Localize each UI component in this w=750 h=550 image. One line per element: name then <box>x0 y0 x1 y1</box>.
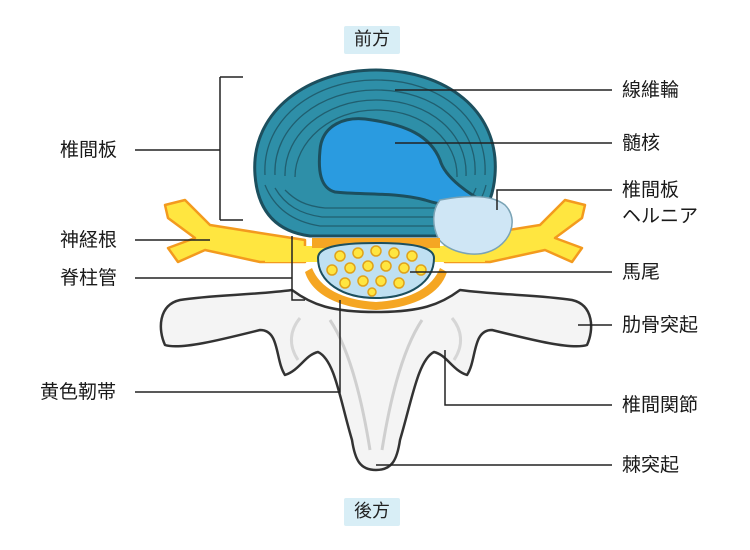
disc-herniation <box>433 195 513 255</box>
ligamentum-flavum <box>305 268 447 310</box>
label-intervertebral-disc: 椎間板 <box>60 139 118 161</box>
label-spinous-process: 棘突起 <box>622 454 680 476</box>
label-disc-herniation-line2: ヘルニア <box>622 205 699 227</box>
spinal-canal <box>316 241 436 300</box>
label-cauda-equina: 馬尾 <box>622 261 661 283</box>
label-disc-herniation-line1: 椎間板 <box>622 179 680 201</box>
label-nucleus-pulposus: 髄核 <box>622 132 661 154</box>
label-transverse-process: 肋骨突起 <box>622 314 699 336</box>
direction-back-badge: 後方 <box>344 498 400 526</box>
label-ligamentum-flavum: 黄色靭帯 <box>40 381 117 403</box>
label-annulus-fibrosus: 線維輪 <box>622 79 680 101</box>
vertebra-bone <box>159 288 593 472</box>
label-nerve-root: 神経根 <box>60 229 118 251</box>
label-facet-joint: 椎間関節 <box>622 394 699 416</box>
direction-front-badge: 前方 <box>344 26 400 54</box>
leader-lines <box>135 76 612 466</box>
label-spinal-canal: 脊柱管 <box>60 267 118 289</box>
